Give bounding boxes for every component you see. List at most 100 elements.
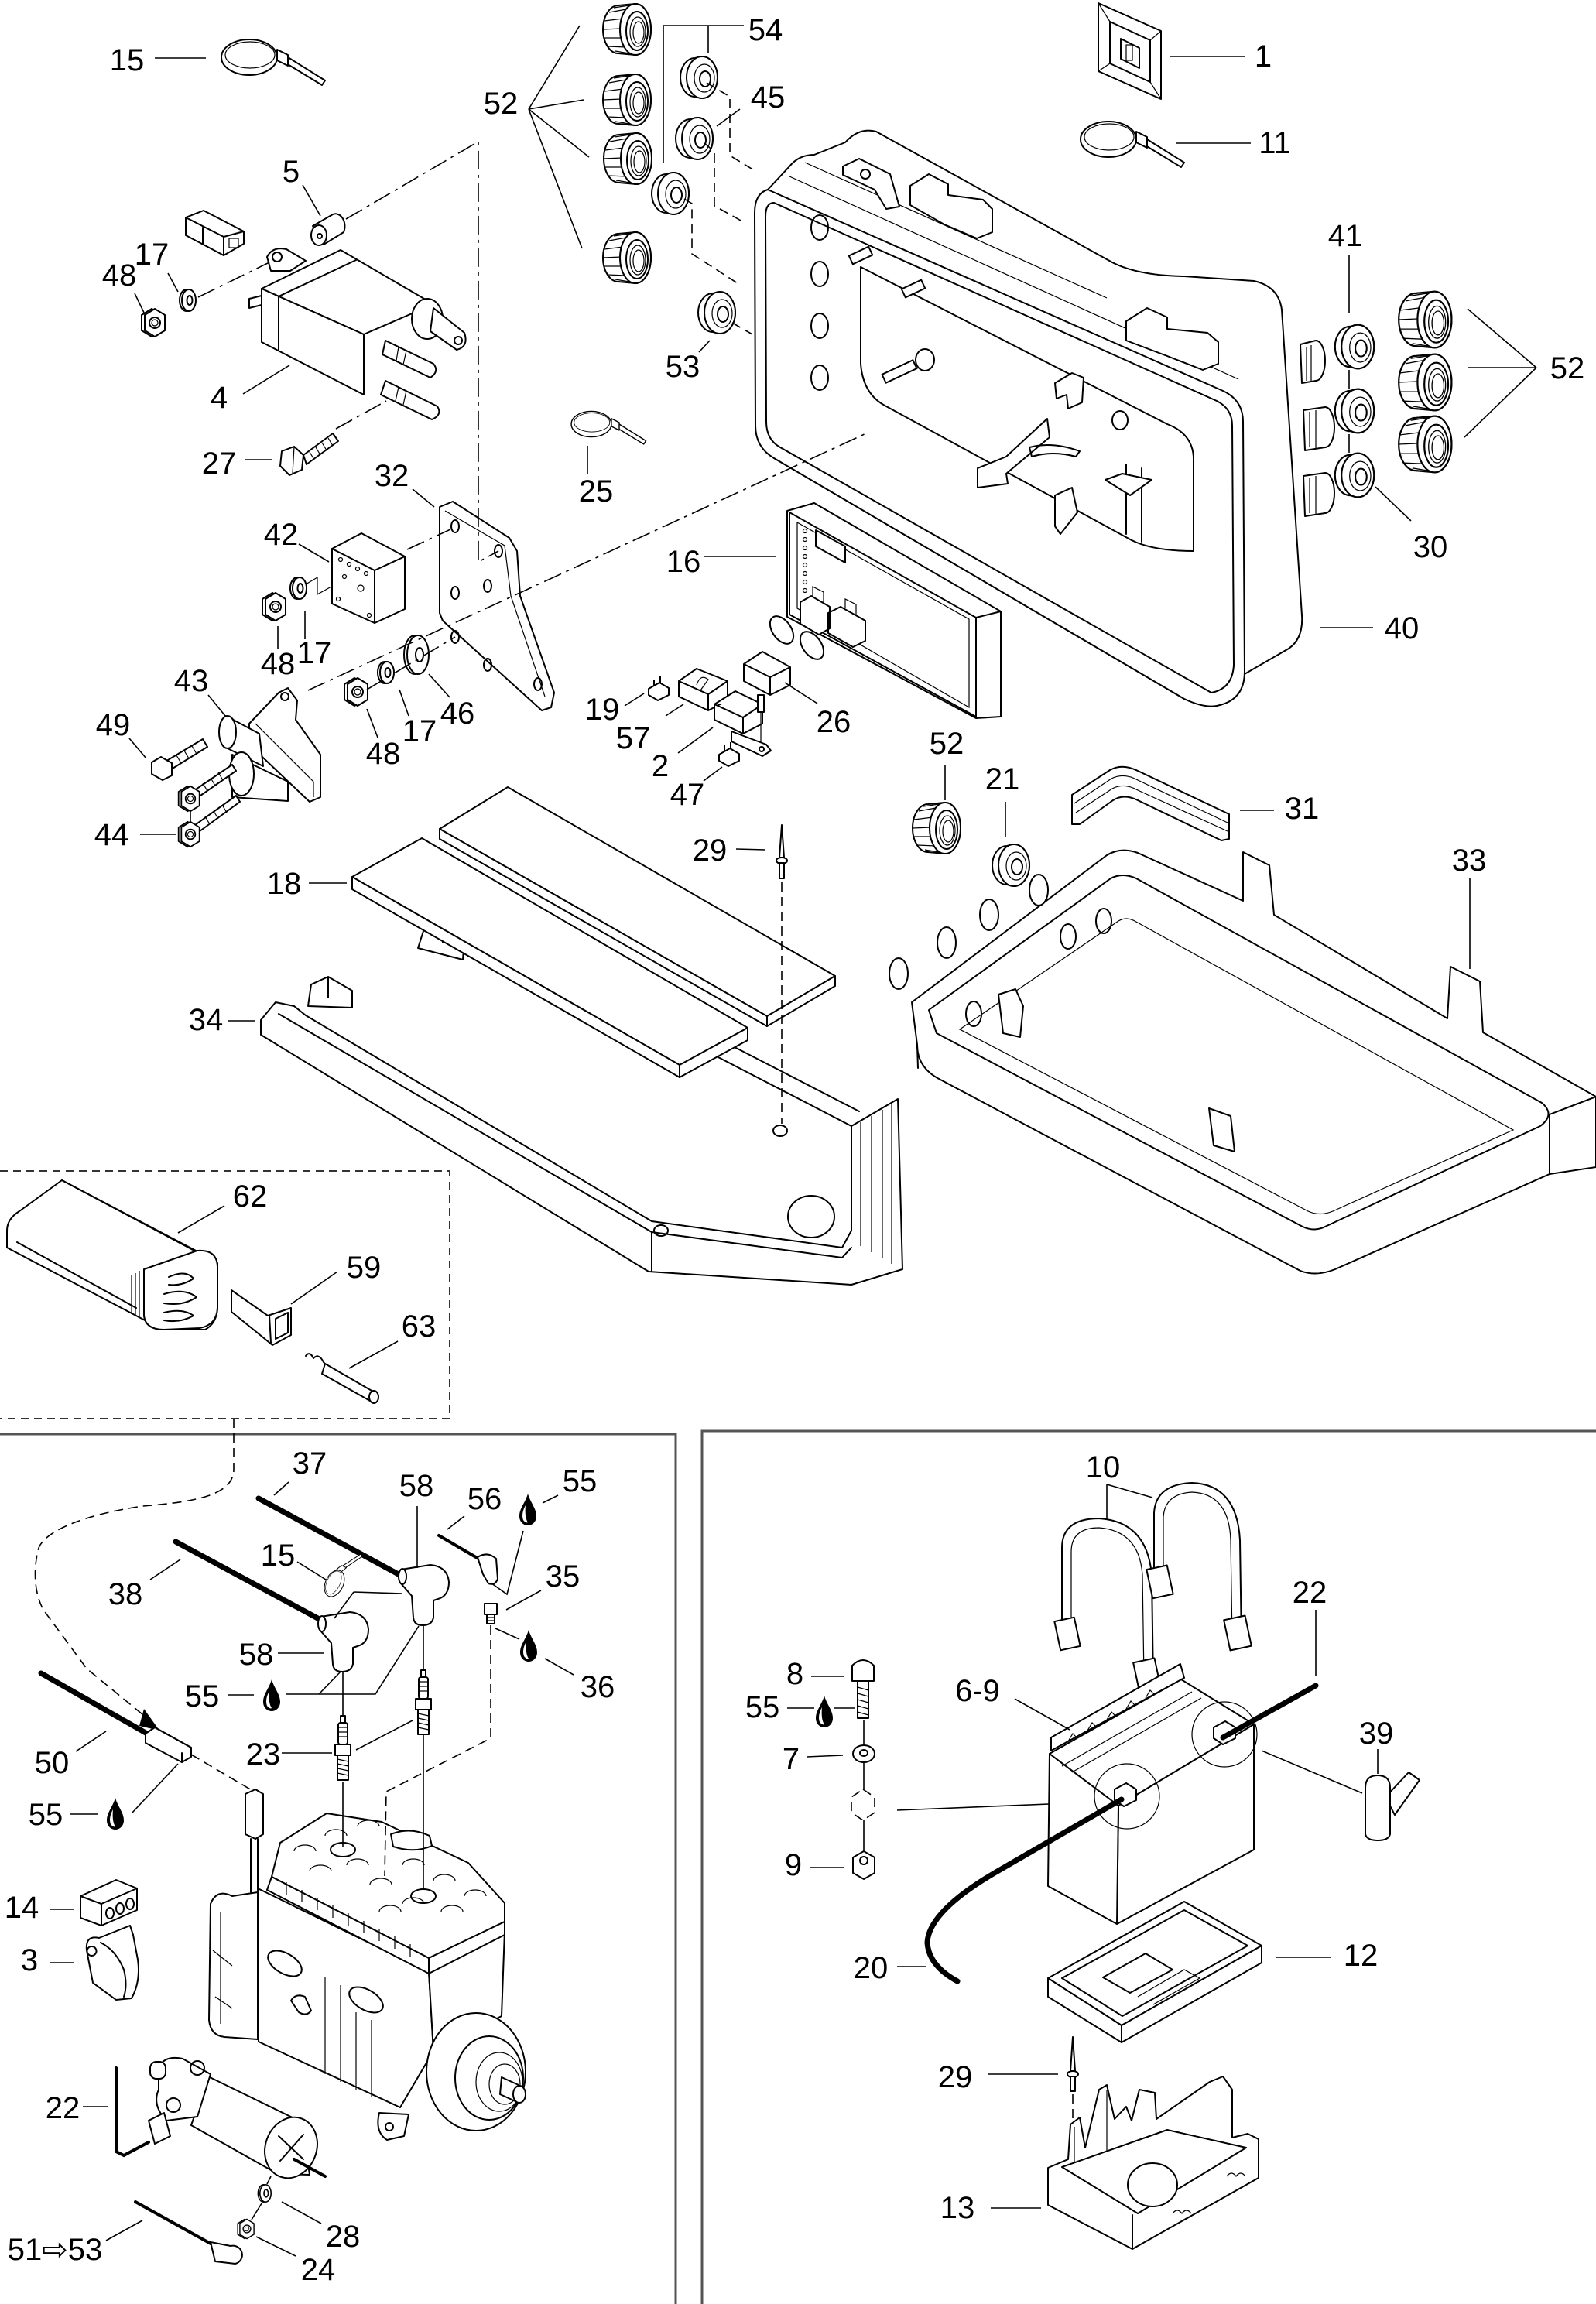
callout-label: 55 <box>29 1798 63 1832</box>
engine-callouts: 37 58 56 55 15 35 38 58 55 36 23 50 55 1… <box>5 1446 615 2287</box>
callout-label: 29 <box>693 834 728 868</box>
callout-label: 24 <box>301 2253 336 2287</box>
callout-label: 2 <box>652 749 669 783</box>
part-knurled-cap <box>602 74 652 126</box>
part-spark-plug <box>415 1669 432 1735</box>
part-starter-solenoid <box>193 687 321 832</box>
part-grommet <box>651 172 690 215</box>
part-knurled-cap <box>602 3 652 56</box>
box-v-bracket <box>977 418 1081 488</box>
part-knurled-cap <box>1398 353 1453 412</box>
callout-label: 55 <box>745 1690 780 1724</box>
callout-label: 19 <box>585 693 620 727</box>
callout-label: 52 <box>484 87 519 121</box>
callout-label: 45 <box>751 80 786 115</box>
part-cable-22 <box>115 2066 150 2158</box>
part-washer <box>257 2184 272 2203</box>
part-washer <box>377 661 395 684</box>
callout-label: 54 <box>748 13 783 47</box>
part-grommet <box>675 117 714 160</box>
callout-label: 14 <box>5 1891 39 1925</box>
box-threaded-ports <box>1300 340 1335 517</box>
part-spark-plug-boot <box>398 1564 450 1626</box>
part-engine <box>208 1813 526 2141</box>
part-seal-channel <box>1071 765 1230 841</box>
callout-label: 44 <box>94 818 129 852</box>
part-spark-plug-boot <box>317 1611 369 1672</box>
callout-label: 13 <box>940 2191 975 2225</box>
assembly-axis <box>366 636 456 690</box>
assembly-axis <box>345 140 499 563</box>
battery-panel <box>851 1482 1420 2250</box>
box-clip-lower <box>1125 307 1219 371</box>
part-nut <box>177 820 200 848</box>
callout-label: 27 <box>202 447 237 481</box>
part-high-tension-cable-37 <box>255 1495 407 1580</box>
callout-label: 17 <box>297 636 332 670</box>
part-washer <box>852 1744 875 1763</box>
callout-label: 1 <box>1255 39 1272 74</box>
callout-label: 23 <box>246 1737 281 1772</box>
part-temperature-sensor <box>484 1603 498 1624</box>
assembly-axis <box>307 433 867 691</box>
part-battery-strap <box>1146 1482 1252 1652</box>
part-nut <box>177 785 200 813</box>
part-knurled-cap <box>603 132 652 185</box>
part-knurled-cap <box>1398 415 1453 474</box>
part-terminal-boot <box>1365 1772 1420 1841</box>
part-sensor-connector <box>245 1789 264 1893</box>
part-battery-cable-20 <box>924 1796 1125 1984</box>
drop-icon <box>263 1679 280 1711</box>
callout-label: 33 <box>1452 844 1487 878</box>
callout-label: 53 <box>666 350 700 384</box>
part-knurled-cap <box>912 802 961 854</box>
box-inner-clip <box>1054 372 1084 409</box>
connector-inset-frame <box>0 1170 450 1419</box>
box-clip-upper <box>909 173 993 239</box>
callout-label: 20 <box>854 1951 889 1985</box>
callout-label: 12 <box>1344 1939 1379 1973</box>
callout-label: 58 <box>399 1469 434 1503</box>
assembly-axis <box>335 400 387 430</box>
callout-label: 11 <box>1259 126 1291 160</box>
connector-inset <box>6 1179 379 1404</box>
engine-panel-frame <box>0 1433 677 2304</box>
callout-label: 62 <box>233 1179 268 1214</box>
callout-label: 46 <box>440 697 475 731</box>
part-knurled-cap <box>602 231 652 284</box>
assembly-axis <box>406 529 451 550</box>
part-high-tension-cable-38 <box>173 1539 327 1624</box>
callout-label: 43 <box>174 664 209 698</box>
callout-label: 4 <box>211 381 228 415</box>
inset-callouts: 62 59 63 <box>233 1179 437 1344</box>
main-assembly <box>141 2 1596 1286</box>
box-hook-tab <box>842 158 900 210</box>
part-washer <box>179 289 197 312</box>
battery-panel-frame <box>700 1429 1596 2304</box>
callout-label: 55 <box>185 1679 220 1713</box>
callout-label: 7 <box>783 1742 800 1776</box>
part-nut <box>141 308 166 337</box>
part-mounting-plate <box>439 501 555 711</box>
callout-label: 18 <box>267 867 302 901</box>
callout-label: 55 <box>563 1464 598 1498</box>
callout-label: 48 <box>102 258 137 293</box>
part-spacer <box>310 213 346 246</box>
part-relay-26 <box>743 651 791 696</box>
callout-label: 56 <box>467 1482 502 1516</box>
part-relay <box>305 532 406 624</box>
box-inner-tab <box>1054 473 1152 535</box>
callout-label: 17 <box>135 238 170 272</box>
callout-label: 48 <box>261 647 296 681</box>
callout-label: 32 <box>375 459 409 493</box>
assembly-axis <box>197 262 270 298</box>
part-washer <box>289 577 307 600</box>
part-grommet <box>697 291 736 334</box>
part-cable-connector <box>145 1727 192 1763</box>
drop-icon <box>107 1798 124 1830</box>
callout-label: 29 <box>938 2060 973 2094</box>
part-battery-cable-22 <box>1220 1683 1319 1741</box>
callout-label: 52 <box>1550 351 1585 385</box>
connector-seal <box>769 615 795 645</box>
callout-label: 37 <box>293 1446 327 1481</box>
